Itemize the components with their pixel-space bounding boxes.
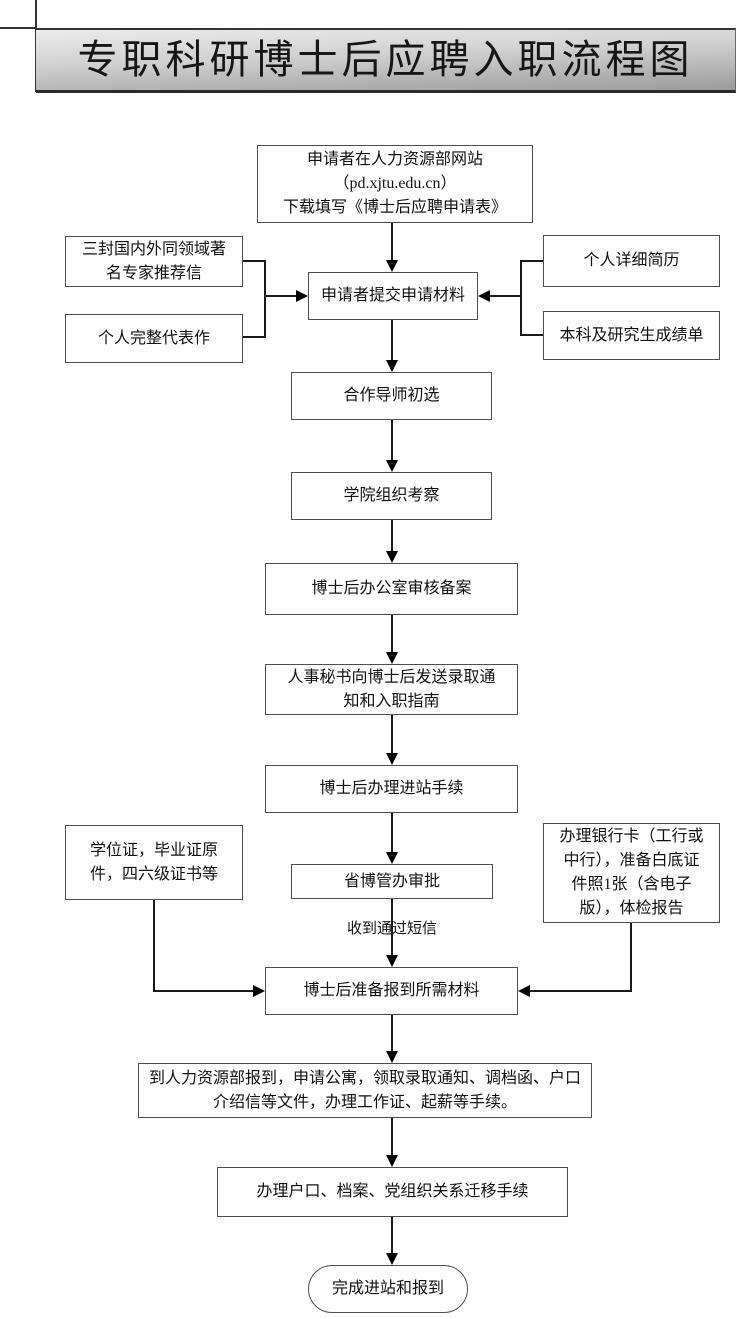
page-title: 专职科研博士后应聘入职流程图 [77, 37, 694, 82]
connector-works-stub [243, 336, 266, 338]
connector-office-to-notice [391, 615, 393, 654]
arrowhead-down [386, 260, 398, 272]
arrowhead-down [386, 652, 398, 664]
arrowhead-down [386, 551, 398, 563]
connector-left-merge [264, 260, 266, 338]
title-bar: 专职科研博士后应聘入职流程图 [36, 28, 736, 93]
edge-label-sms: 收到通过短信 [346, 921, 437, 937]
arrowhead-left [478, 290, 490, 302]
node-certificates: 学位证，毕业证原 件，四六级证书等 [65, 825, 243, 900]
connector-download-to-submit [391, 223, 393, 263]
connector-transcripts-stub [521, 334, 543, 336]
connector-school-to-office [391, 520, 393, 553]
connector-notice-to-entry [391, 715, 393, 755]
node-school-inspection: 学院组织考察 [291, 472, 492, 520]
node-submit-materials: 申请者提交申请材料 [308, 272, 478, 320]
arrowhead-down [386, 360, 398, 372]
node-recommendation-letters: 三封国内外同领域著 名专家推荐信 [65, 236, 243, 287]
node-household-transfer: 办理户口、档案、党组织关系迁移手续 [217, 1167, 568, 1217]
node-representative-works: 个人完整代表作 [65, 314, 243, 363]
arrowhead-right [253, 985, 265, 997]
node-postdoc-office-review: 博士后办公室审核备案 [265, 563, 518, 615]
node-provincial-approval: 省博管办审批 [291, 864, 493, 899]
arrowhead-down [386, 1051, 398, 1063]
connector-prepare-to-registration [391, 1015, 393, 1053]
arrowhead-right [296, 290, 308, 302]
connector-right-merge [520, 260, 522, 336]
connector-submit-to-supervisor [391, 320, 393, 362]
connector-transfer-to-complete [391, 1217, 393, 1255]
arrowhead-down [386, 460, 398, 472]
connector-resume-stub [521, 260, 543, 262]
node-transcripts: 本科及研究生成绩单 [543, 311, 720, 360]
connector-provincial-to-prepare [391, 899, 393, 957]
node-complete-terminal: 完成进站和报到 [308, 1265, 468, 1313]
connector-letters-stub [243, 260, 266, 262]
node-bank-card: 办理银行卡（工行或 中行），准备白底证 件照1张（含电子 版），体检报告 [543, 823, 720, 923]
arrowhead-left [518, 985, 530, 997]
arrowhead-down [386, 1155, 398, 1167]
arrowhead-down [386, 1253, 398, 1265]
connector-certificates-down [153, 900, 155, 992]
arrowhead-down [386, 852, 398, 864]
node-detailed-resume: 个人详细简历 [543, 235, 720, 287]
node-prepare-materials: 博士后准备报到所需材料 [265, 967, 518, 1015]
node-entry-procedures: 博士后办理进站手续 [265, 765, 518, 813]
node-supervisor-screening: 合作导师初选 [291, 372, 492, 420]
connector-supervisor-to-school [391, 420, 393, 462]
connector-entry-to-provincial [391, 813, 393, 854]
arrowhead-down [386, 955, 398, 967]
corner-horizontal-mark [0, 27, 37, 29]
arrowhead-down [386, 753, 398, 765]
connector-certificates-right [153, 990, 255, 992]
connector-registration-to-transfer [391, 1118, 393, 1157]
connector-right-to-submit [488, 295, 521, 297]
connector-bankcard-left [528, 990, 632, 992]
node-hr-registration: 到人力资源部报到，申请公寓，领取录取通知、调档函、户口 介绍信等文件，办理工作证… [138, 1063, 592, 1118]
node-download-form: 申请者在人力资源部网站 （pd.xjtu.edu.cn） 下载填写《博士后应聘申… [257, 145, 533, 223]
connector-bankcard-down [630, 923, 632, 992]
connector-left-to-submit [265, 295, 298, 297]
node-hr-notice: 人事秘书向博士后发送录取通 知和入职指南 [265, 664, 518, 715]
